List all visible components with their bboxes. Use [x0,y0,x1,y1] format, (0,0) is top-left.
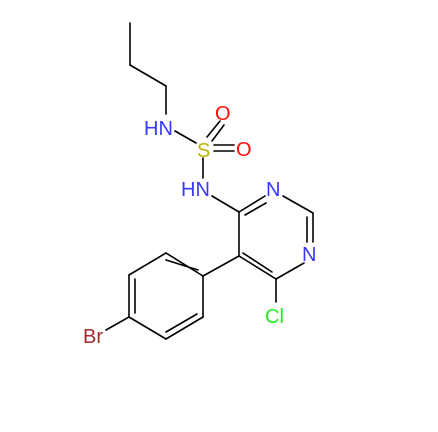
bond-nh-s [174,130,197,144]
bond-ph-5-inner [165,313,198,333]
bond-s-o-top-a [206,120,221,138]
atom-bromine: Br [83,326,103,348]
bond-n1-c6 [275,262,305,280]
atom-oxygen-right: O [236,139,252,161]
atom-nitrogen-1: N [302,244,316,266]
bond-c4-n3 [238,195,266,213]
atom-sulfur: S [197,140,210,162]
bond-c5-phenyl [202,255,240,277]
bond-ph-2 [128,252,167,276]
bond-ph-1 [165,252,204,277]
atom-oxygen-top: O [215,103,231,125]
bond-c6-c5-inner [242,252,273,273]
bond-c4-n3-inner [244,202,267,216]
atom-nh-amine: HN [181,179,210,201]
bond-ph-br [105,316,130,331]
atom-nitrogen-3: N [266,179,280,201]
bond-c6-c5 [238,255,277,280]
atom-nh-sulfamide: HN [144,118,173,140]
bond-ph-5 [165,316,204,340]
bond-ph-1-inner [165,259,199,271]
bond-propyl-2 [129,64,167,87]
bond-nh-c4 [211,195,240,213]
bond-s-o-top-b [211,124,225,142]
atom-chlorine: Cl [265,306,284,328]
bond-n3-c2 [282,195,314,214]
bond-ph-4 [128,316,167,340]
